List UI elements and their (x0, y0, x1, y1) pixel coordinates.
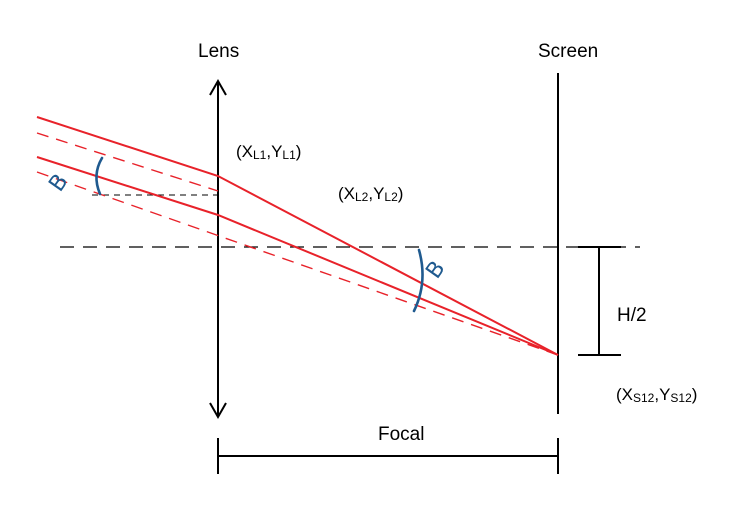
point-l2-y-sub: L2 (384, 190, 398, 204)
angle-label-right: B (421, 257, 450, 284)
point-l1-x-sub: L1 (253, 148, 267, 162)
reference-rays (36, 132, 559, 356)
point-l2-open: (X (338, 184, 355, 203)
ray-dashed-upper (36, 132, 219, 192)
point-s12-x-sub: S12 (633, 391, 655, 405)
point-l2-close: ) (398, 184, 404, 203)
lens-label: Lens (198, 41, 239, 62)
focal-label: Focal (378, 424, 424, 445)
lens-top-arrowhead (209, 78, 227, 96)
point-s12-y-sub: S12 (670, 391, 692, 405)
point-l1-open: (X (236, 142, 253, 161)
point-l2-x-sub: L2 (355, 190, 369, 204)
ray-lower (36, 156, 559, 356)
point-l1-y-sub: L1 (282, 148, 296, 162)
point-s12-close: ) (692, 385, 698, 404)
lens-bottom-arrowhead (209, 402, 227, 420)
screen-label: Screen (538, 41, 598, 62)
angle-arc-left (95, 156, 104, 196)
half-height-bracket (578, 246, 621, 356)
angle-label-left: B (44, 170, 73, 197)
angle-arc-right (412, 248, 424, 313)
point-l1-label: (XL1,YL1) (236, 142, 301, 162)
ray-upper (36, 116, 559, 356)
half-height-label: H/2 (617, 305, 647, 326)
focal-dimension (217, 438, 559, 474)
point-s12-comma: ,Y (654, 385, 670, 404)
point-s12-label: (XS12,YS12) (616, 385, 697, 405)
point-l2-comma: ,Y (368, 184, 384, 203)
point-l1-close: ) (296, 142, 302, 161)
point-l2-label: (XL2,YL2) (338, 184, 403, 204)
point-l1-comma: ,Y (266, 142, 282, 161)
ray-dashed-lower (36, 171, 559, 356)
lens (209, 78, 227, 420)
point-s12-open: (X (616, 385, 633, 404)
